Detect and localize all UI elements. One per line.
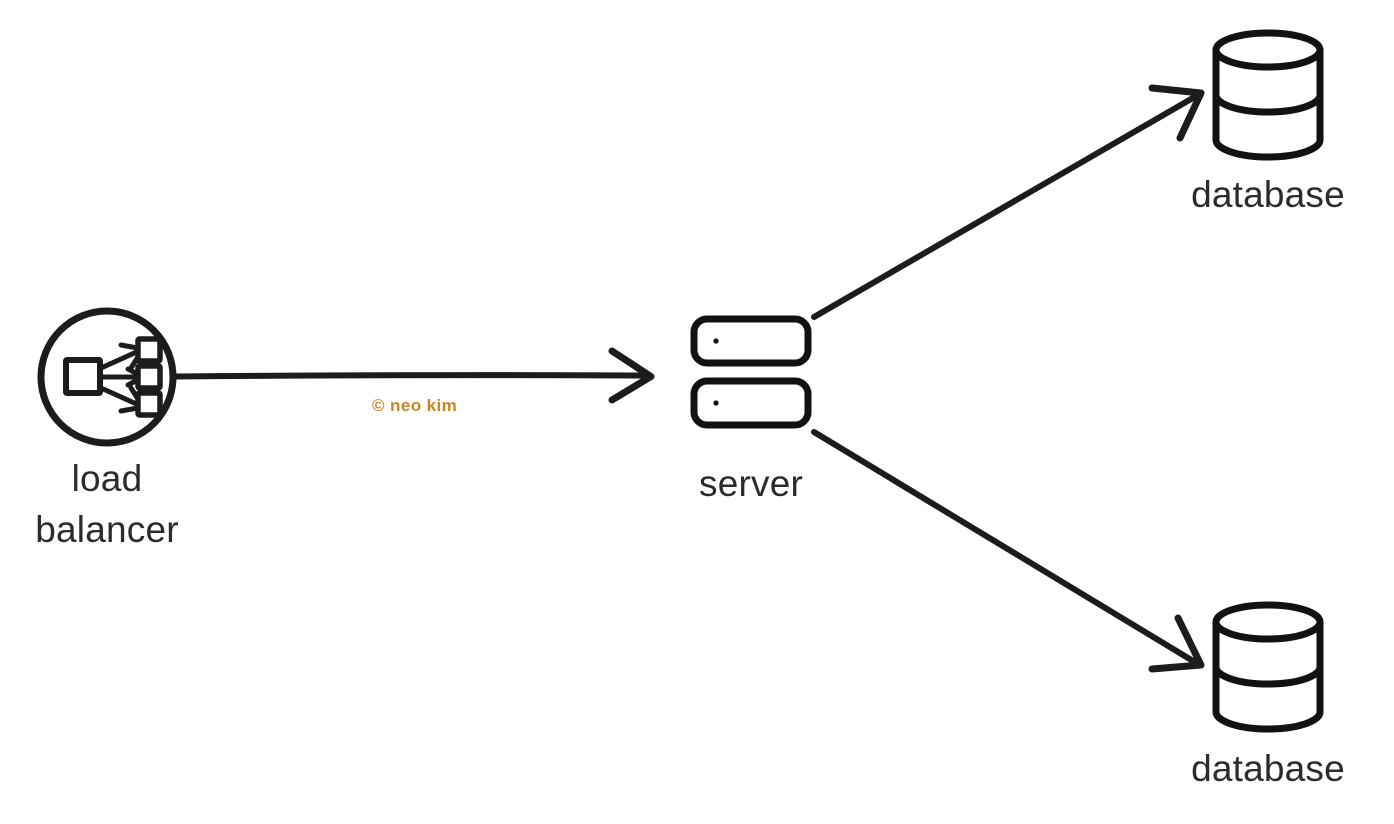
- database-bottom-label: database: [1191, 748, 1345, 789]
- load-balancer-source-square: [63, 357, 103, 396]
- edge-server-to-database-top: [811, 84, 1205, 320]
- database-bottom-divider: [1212, 663, 1324, 688]
- edge-server-to-database-top-arrowhead: [1148, 84, 1205, 142]
- load-balancer-label-line-1: load: [72, 458, 143, 499]
- edge-server-to-database-bottom: [811, 429, 1205, 673]
- server-label: server: [699, 463, 803, 504]
- server-unit-bottom-led: [713, 400, 719, 406]
- database-top-divider: [1212, 91, 1324, 116]
- database-bottom-cap: [1212, 618, 1324, 643]
- database-top-body: [1212, 29, 1324, 161]
- server-unit-top: [690, 315, 812, 367]
- load-balancer-ray-up: [98, 347, 144, 371]
- load-balancer-target-square-1: [135, 336, 163, 364]
- edge-server-to-database-top-line: [811, 92, 1201, 320]
- edge-server-to-database-bottom-line: [811, 429, 1201, 667]
- load-balancer-ray-down: [98, 385, 144, 409]
- load-balancer-target-square-3: [135, 390, 163, 418]
- load-balancer-target-square-2: [135, 363, 163, 391]
- database-top-label: database: [1191, 174, 1345, 215]
- edge-server-to-database-bottom-arrowhead: [1148, 614, 1205, 673]
- database-bottom-body: [1212, 601, 1324, 733]
- watermark-credit: © neo kim: [372, 396, 457, 415]
- edge-lb-to-server-line: [173, 372, 648, 380]
- node-database-top[interactable]: database: [1191, 29, 1345, 215]
- server-icon: [690, 315, 812, 429]
- node-database-bottom[interactable]: database: [1191, 601, 1345, 789]
- node-load-balancer[interactable]: load balancer: [35, 307, 179, 550]
- load-balancer-circle: [37, 307, 177, 447]
- database-top-cap: [1212, 46, 1324, 71]
- load-balancer-icon: [37, 307, 177, 447]
- load-balancer-label-line-2: balancer: [35, 509, 179, 550]
- server-unit-bottom: [690, 377, 812, 429]
- edge-lb-to-server-arrowhead: [608, 347, 655, 404]
- server-unit-top-led: [713, 338, 719, 344]
- database-icon-bottom: [1212, 601, 1324, 733]
- database-icon-top: [1212, 29, 1324, 161]
- node-server[interactable]: server: [690, 315, 812, 504]
- edge-lb-to-server: [173, 347, 655, 404]
